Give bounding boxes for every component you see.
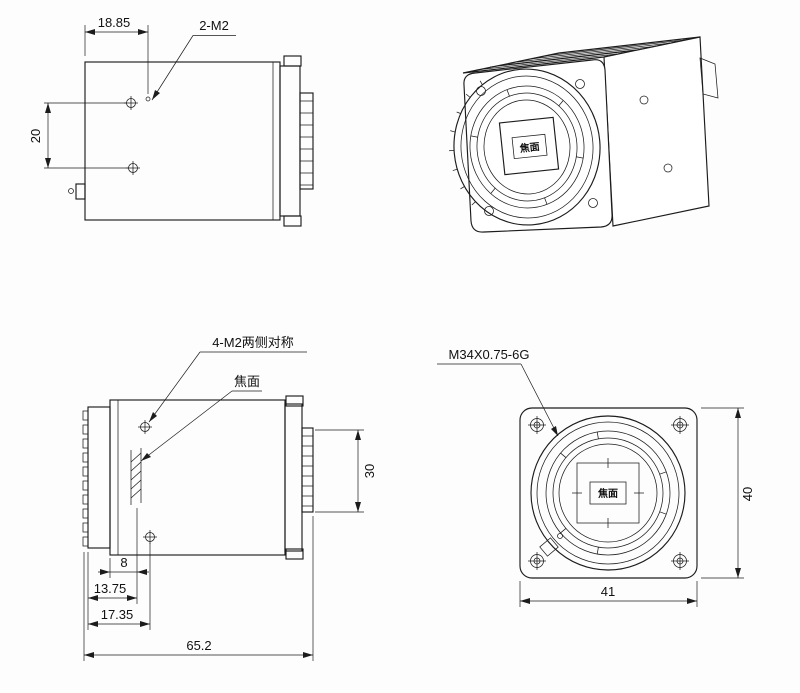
lens-thread-2 xyxy=(301,427,314,513)
lens-mount-front xyxy=(530,415,686,571)
callout-2m2-label: 2-M2 xyxy=(199,18,229,33)
side-screw-icon xyxy=(663,163,673,173)
sensor-mark-iso: 焦面 xyxy=(518,140,540,155)
dim-1375-label: 13.75 xyxy=(94,581,127,596)
dimension-18-85: 18.85 xyxy=(84,15,149,94)
dim-hole-spacing-label: 20 xyxy=(28,129,43,143)
dimension-65-2: 65.2 xyxy=(83,516,314,661)
lens-mount-rings xyxy=(449,68,601,226)
callout-focal-plane: 焦面 xyxy=(140,374,262,462)
lens-flange-2 xyxy=(284,403,303,552)
callout-focal-label: 焦面 xyxy=(234,374,260,389)
lens-thread xyxy=(299,92,314,190)
side-view-top: 18.85 20 2-M2 xyxy=(28,15,314,227)
side-face xyxy=(603,36,710,227)
lock-screw xyxy=(539,537,559,557)
dimension-20: 20 xyxy=(28,102,129,169)
side-view-bottom: 4-M2两侧对称 焦面 30 8 xyxy=(82,335,377,661)
dimension-17-35: 17.35 xyxy=(88,543,151,630)
sensor-block-front: 焦面 xyxy=(572,458,644,528)
sensor-mark-front: 焦面 xyxy=(597,487,618,500)
side-screw-icon xyxy=(639,95,649,105)
callout-thread-label: M34X0.75-6G xyxy=(449,347,530,362)
side-tab xyxy=(699,57,719,99)
isometric-view: 焦面 xyxy=(449,36,719,233)
callout-4m2: 4-M2两侧对称 xyxy=(148,335,307,423)
front-plate xyxy=(519,407,698,579)
screw-hole-bottom-2 xyxy=(143,530,157,544)
dimension-8: 8 xyxy=(98,508,149,604)
dim-1735-label: 17.35 xyxy=(101,607,134,622)
connector-stub xyxy=(75,183,86,200)
callout-thread: M34X0.75-6G xyxy=(437,347,559,437)
dimension-30: 30 xyxy=(315,429,377,513)
dim-652-label: 65.2 xyxy=(186,638,211,653)
lens-flange xyxy=(279,65,301,217)
sensor-block-iso: 焦面 xyxy=(498,116,560,176)
dim-41-label: 41 xyxy=(601,584,615,599)
focal-plane-hatch xyxy=(130,448,142,505)
callout-2m2: 2-M2 xyxy=(151,18,236,101)
dim-40-label: 40 xyxy=(740,487,755,501)
dim-width-label: 18.85 xyxy=(98,15,131,30)
dim-lens-label: 30 xyxy=(362,464,377,478)
callout-4m2-label: 4-M2两侧对称 xyxy=(212,335,294,350)
corner-screws xyxy=(528,416,689,570)
front-view: 焦面 M34X0.75-6G 41 40 xyxy=(437,347,755,607)
screw-hole-top xyxy=(124,96,151,110)
camera-body-outline xyxy=(84,61,281,221)
camera-body-outline-2 xyxy=(109,399,286,556)
dim-8-label: 8 xyxy=(120,555,127,570)
dimension-41: 41 xyxy=(519,581,698,607)
top-ribs xyxy=(475,39,686,71)
dimension-13-75: 13.75 xyxy=(87,552,137,630)
dimension-40: 40 xyxy=(701,407,755,579)
screw-hole-top-2 xyxy=(138,420,152,434)
connector-serrated xyxy=(82,406,111,549)
